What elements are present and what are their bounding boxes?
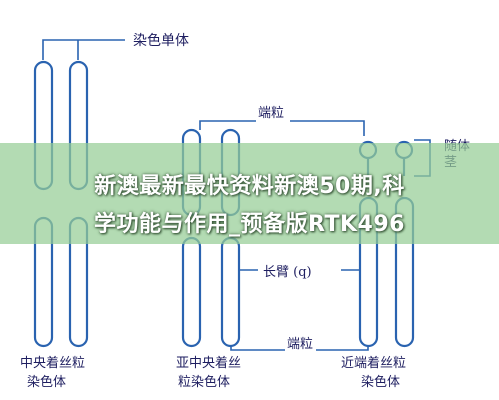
telomere-top-pointer <box>199 120 365 136</box>
submetacentric-caption-2: 粒染色体 <box>178 374 230 390</box>
telomere-bottom-pointer <box>230 346 369 351</box>
acrocentric-caption-1: 近端着丝粒 <box>341 355 406 371</box>
watermark-line-2: 学功能与作用_预备版RTK496 <box>94 212 405 237</box>
metacentric-caption-2: 染色体 <box>27 374 66 390</box>
long-arm-pointer <box>238 256 361 271</box>
submetacentric-caption-1: 亚中央着丝 <box>176 355 241 371</box>
watermark-line-1: 新澳最新最快资料新澳50期,科 <box>94 174 405 199</box>
chromatid-bracket <box>42 39 125 60</box>
long-arm-label: 长臂 (q) <box>263 265 312 280</box>
telomere-bottom-label: 端粒 <box>287 337 313 352</box>
telomere-top-label: 端粒 <box>258 106 284 121</box>
watermark-banner <box>0 143 499 244</box>
acrocentric-caption-2: 染色体 <box>361 374 400 390</box>
chromatid-label: 染色单体 <box>133 32 189 49</box>
submetacentric-chromatid-left-lower <box>181 236 202 348</box>
metacentric-caption-1: 中央着丝粒 <box>20 355 85 371</box>
submetacentric-chromatid-right-lower <box>220 236 241 348</box>
